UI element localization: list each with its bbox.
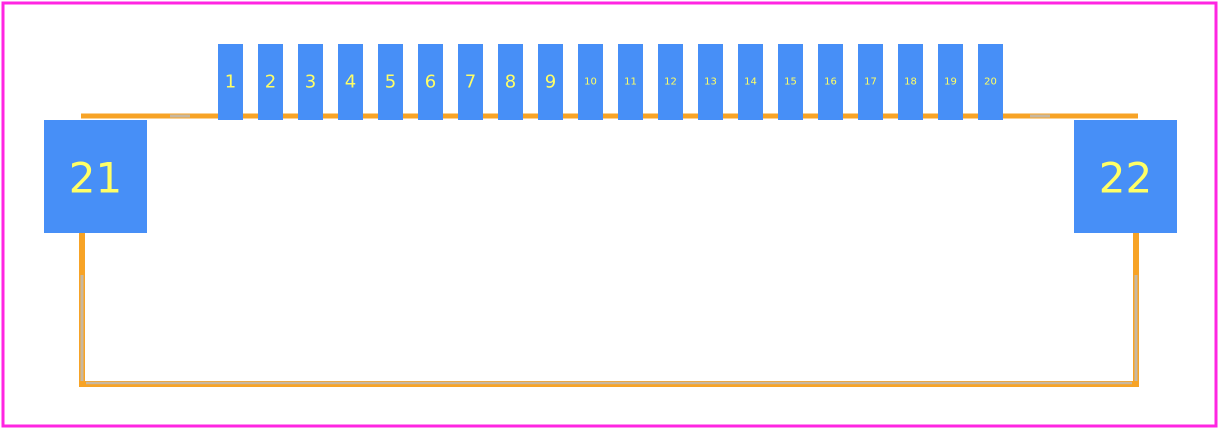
signal-pad-19: 19 xyxy=(938,44,963,120)
signal-pad-body xyxy=(538,44,563,120)
signal-pad-6: 6 xyxy=(418,44,443,120)
signal-pad-body xyxy=(938,44,963,120)
signal-pad-body xyxy=(858,44,883,120)
signal-pad-body xyxy=(898,44,923,120)
signal-pad-label: 12 xyxy=(664,77,677,88)
mount-pad-body xyxy=(44,120,147,233)
signal-pad-label: 8 xyxy=(505,72,516,93)
signal-pad-9: 9 xyxy=(538,44,563,120)
signal-pad-body xyxy=(658,44,683,120)
signal-pad-body xyxy=(778,44,803,120)
signal-pad-body xyxy=(378,44,403,120)
mount-pad-body xyxy=(1074,120,1177,233)
signal-pad-label: 11 xyxy=(624,77,637,88)
signal-pad-body xyxy=(498,44,523,120)
silkscreen-mark-right xyxy=(1030,114,1050,118)
signal-pad-label: 1 xyxy=(225,72,236,93)
signal-pad-label: 2 xyxy=(265,72,276,93)
signal-pad-body xyxy=(978,44,1003,120)
signal-pad-body xyxy=(738,44,763,120)
signal-pad-15: 15 xyxy=(778,44,803,120)
signal-pad-3: 3 xyxy=(298,44,323,120)
signal-pad-label: 18 xyxy=(904,77,917,88)
signal-pad-16: 16 xyxy=(818,44,843,120)
signal-pad-11: 11 xyxy=(618,44,643,120)
signal-pad-4: 4 xyxy=(338,44,363,120)
signal-pad-label: 3 xyxy=(305,72,316,93)
signal-pad-7: 7 xyxy=(458,44,483,120)
signal-pad-label: 9 xyxy=(545,72,556,93)
signal-pad-body xyxy=(218,44,243,120)
signal-pad-18: 18 xyxy=(898,44,923,120)
signal-pad-body xyxy=(338,44,363,120)
signal-pad-17: 17 xyxy=(858,44,883,120)
mount-pad-21: 21 xyxy=(44,120,147,233)
mount-pad-22: 22 xyxy=(1074,120,1177,233)
signal-pad-2: 2 xyxy=(258,44,283,120)
mount-pad-group: 21 22 xyxy=(44,120,1177,233)
signal-pad-body xyxy=(698,44,723,120)
signal-pad-5: 5 xyxy=(378,44,403,120)
signal-pad-14: 14 xyxy=(738,44,763,120)
signal-pad-label: 6 xyxy=(425,72,436,93)
signal-pad-label: 15 xyxy=(784,77,797,88)
signal-pad-20: 20 xyxy=(978,44,1003,120)
signal-pad-body xyxy=(258,44,283,120)
signal-pad-10: 10 xyxy=(578,44,603,120)
signal-pad-label: 20 xyxy=(984,77,997,88)
silkscreen-mark-left xyxy=(170,114,190,118)
signal-pad-label: 16 xyxy=(824,77,837,88)
signal-pad-label: 4 xyxy=(345,72,356,93)
silkscreen-outline xyxy=(79,113,1139,387)
signal-pad-label: 10 xyxy=(584,77,597,88)
signal-pad-body xyxy=(458,44,483,120)
signal-pad-body xyxy=(298,44,323,120)
signal-pad-8: 8 xyxy=(498,44,523,120)
signal-pad-label: 7 xyxy=(465,72,476,93)
signal-pad-13: 13 xyxy=(698,44,723,120)
signal-pad-label: 13 xyxy=(704,77,717,88)
signal-pad-label: 14 xyxy=(744,77,757,88)
signal-pad-12: 12 xyxy=(658,44,683,120)
signal-pad-label: 17 xyxy=(864,77,877,88)
signal-pad-label: 5 xyxy=(385,72,396,93)
mount-pad-label: 22 xyxy=(1099,154,1152,203)
signal-pad-body xyxy=(618,44,643,120)
signal-pad-label: 19 xyxy=(944,77,957,88)
signal-pad-1: 1 xyxy=(218,44,243,120)
mount-pad-label: 21 xyxy=(69,154,122,203)
signal-pad-body xyxy=(818,44,843,120)
signal-pad-body xyxy=(578,44,603,120)
signal-pad-body xyxy=(418,44,443,120)
